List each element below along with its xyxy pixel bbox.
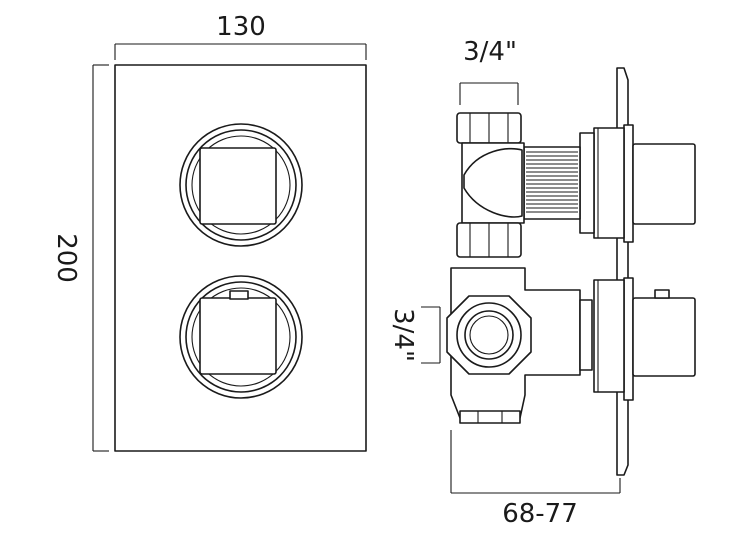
outlet-stub [459,410,521,424]
side-inlet-dimension: 3/4" [388,306,441,364]
upper-cartridge-nut [579,132,595,234]
side-inlet-nut [446,295,532,375]
upper-tee-fitting [456,112,525,258]
height-label: 200 [51,233,81,283]
faceplate [114,64,367,452]
depth-label: 68-77 [502,499,578,529]
height-dimension: 200 [51,64,109,452]
depth-dimension: 68-77 [450,430,621,529]
thermostatic-valve-body [446,267,625,424]
width-dimension: 130 [114,12,367,60]
upper-handle-side [632,143,696,225]
lower-flange [623,277,634,401]
upper-cartridge-housing [593,127,625,239]
side-view: 3/4" 3/4" 68-77 [388,37,696,529]
front-view: 130 200 [51,12,367,452]
side-inlet-label: 3/4" [388,308,418,362]
lower-handle-side [632,289,696,377]
upper-flange [623,124,634,243]
top-inlet-dimension: 3/4" [459,37,519,105]
lower-handle [179,275,303,399]
threaded-spindle [523,146,581,220]
width-label: 130 [216,12,266,42]
temperature-stop-button [229,290,249,300]
top-inlet-label: 3/4" [463,37,517,67]
upper-handle [179,123,303,247]
